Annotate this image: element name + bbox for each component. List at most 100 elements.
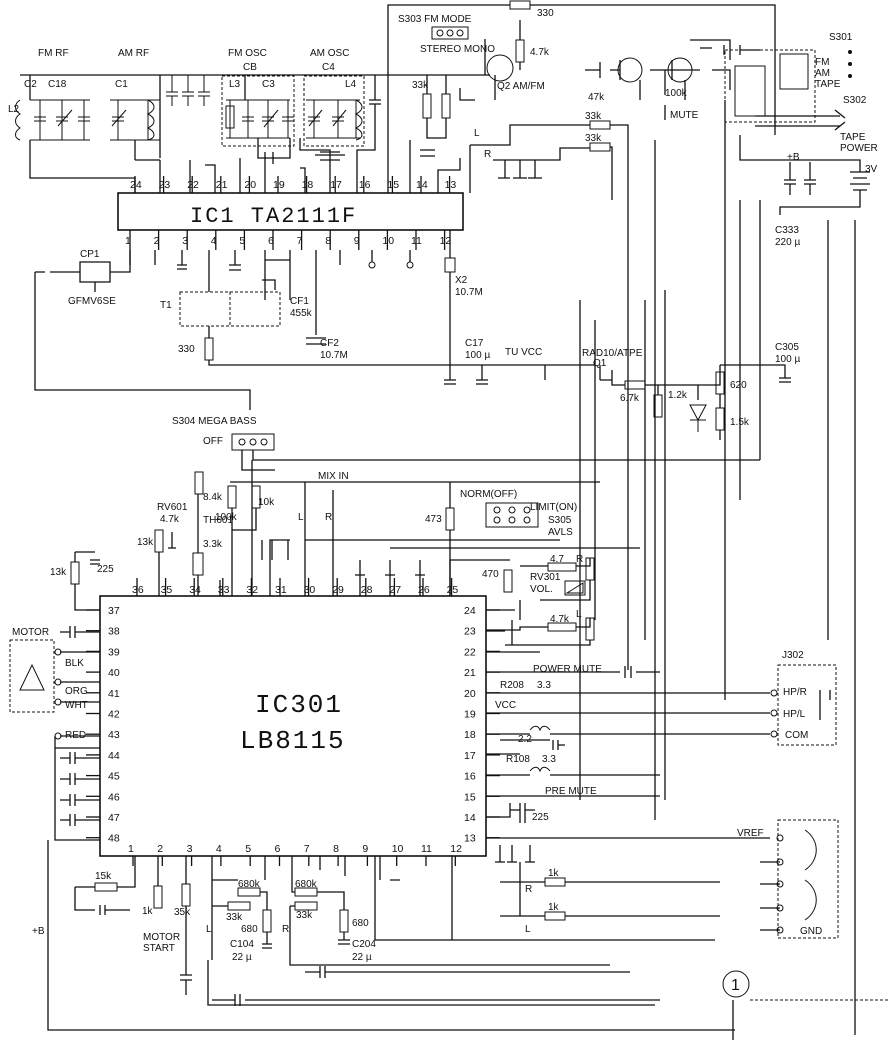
label-r330-top: 330 xyxy=(537,8,554,19)
label-r680-b: 680 xyxy=(352,918,369,929)
pin-label: 36 xyxy=(132,584,144,596)
if-section: CP1 GFMV6SE T1 CF1 455k CF2 10.7M 330 X2… xyxy=(34,100,856,1035)
label-c104: C104 xyxy=(230,939,254,950)
label-r15k: 15k xyxy=(95,871,112,882)
pin-label: 34 xyxy=(189,584,201,596)
label-c17: C17 xyxy=(465,338,484,349)
label-q1: Q1 xyxy=(593,358,607,369)
pin-label: 16 xyxy=(464,771,476,783)
label-c225: 225 xyxy=(97,564,114,575)
label-cf2-value: 10.7M xyxy=(320,350,348,361)
label-vref: VREF xyxy=(737,828,764,839)
label-s303: S303 FM MODE xyxy=(398,14,472,25)
label-org: ORG xyxy=(65,686,88,697)
label-R-vol: R xyxy=(576,554,583,565)
pin-label: 20 xyxy=(464,688,476,700)
label-hp-l: HP/L xyxy=(783,709,806,720)
label-r33k-b: 33k xyxy=(585,111,602,122)
label-r13k-b: 13k xyxy=(50,567,67,578)
label-c333: C333 xyxy=(775,225,799,236)
label-vol: VOL. xyxy=(530,584,553,595)
pin-label: 28 xyxy=(361,584,373,596)
pin-label: 10 xyxy=(382,235,394,247)
motor-icon xyxy=(9,639,55,713)
label-r470: 470 xyxy=(482,569,499,580)
label-com: COM xyxy=(785,730,808,741)
label-s304: S304 MEGA BASS xyxy=(172,416,257,427)
label-fm: FM xyxy=(815,57,829,68)
pin-label: 2 xyxy=(154,235,160,247)
label-gfmv6se: GFMV6SE xyxy=(68,296,116,307)
label-s305: S305 xyxy=(548,515,572,526)
label-r10k: 10k xyxy=(258,497,275,508)
label-L-ic1: L xyxy=(474,128,480,139)
label-r680-a: 680 xyxy=(241,924,258,935)
pin-label: 23 xyxy=(159,179,171,191)
pin-label: 17 xyxy=(464,750,476,762)
label-vcc: VCC xyxy=(495,700,516,711)
label-tape: TAPE xyxy=(815,79,841,90)
label-r1k: 1k xyxy=(142,906,154,917)
label-R-out: R xyxy=(525,884,532,895)
label-r33k-d: 33k xyxy=(226,912,243,923)
label-L-bot: L xyxy=(206,924,212,935)
q2-transistor xyxy=(486,54,514,82)
pin-label: 31 xyxy=(275,584,287,596)
pin-label: 19 xyxy=(273,179,285,191)
pin-label: 29 xyxy=(332,584,344,596)
pin-label: 17 xyxy=(330,179,342,191)
pin-label: 5 xyxy=(245,843,251,855)
label-s301: S301 xyxy=(829,32,853,43)
pin-label: 11 xyxy=(411,235,422,247)
pin-label: 22 xyxy=(464,646,476,658)
s303-switch[interactable] xyxy=(431,26,469,40)
ic1-title: IC1 TA2111F xyxy=(190,204,357,229)
pin-label: 15 xyxy=(387,179,399,191)
label-r208: R208 xyxy=(500,680,524,691)
pin-label: 16 xyxy=(359,179,371,191)
label-r1k-a: 1k xyxy=(548,868,560,879)
pin-label: 8 xyxy=(333,843,339,855)
label-cb: CB xyxy=(243,62,257,73)
label-rv301: RV301 xyxy=(530,572,561,583)
label-3v: 3V xyxy=(865,164,878,175)
s305-switch[interactable] xyxy=(485,502,539,528)
pin-label: 8 xyxy=(325,235,331,247)
label-L-out: L xyxy=(525,924,531,935)
s301-switch[interactable] xyxy=(724,49,816,123)
s304-switch[interactable] xyxy=(231,433,275,451)
pin-label: 9 xyxy=(362,843,368,855)
label-q2: Q2 AM/FM xyxy=(497,81,545,92)
label-tape-power-2: POWER xyxy=(840,143,878,154)
label-r33k-e: 33k xyxy=(296,910,313,921)
pin-label: 2 xyxy=(157,843,163,855)
pin-label: 24 xyxy=(464,605,476,617)
label-r108-value: 3.3 xyxy=(542,754,556,765)
label-motor-start-2: START xyxy=(143,943,175,954)
label-mute: MUTE xyxy=(670,110,699,121)
label-plus-b: +B xyxy=(787,152,800,163)
pin-label: 46 xyxy=(108,791,120,803)
pin-label: 4 xyxy=(216,843,222,855)
motor-section: MOTOR BLK ORG WHT RED 13k 225 15k 1k 35k… xyxy=(9,551,888,1040)
volume-control[interactable] xyxy=(564,580,586,596)
label-gnd: GND xyxy=(800,926,822,937)
label-R-ic1: R xyxy=(484,149,491,160)
pin-label: 47 xyxy=(108,812,120,824)
label-r680k-b: 680k xyxy=(295,879,318,890)
pin-label: 26 xyxy=(418,584,430,596)
label-cf1-value: 455k xyxy=(290,308,313,319)
pin-label: 6 xyxy=(275,843,281,855)
bass-mix-section: S304 MEGA BASS OFF MIX IN 8.4k 100k 10k … xyxy=(137,416,760,646)
headphone-jack[interactable] xyxy=(777,664,837,746)
pin-label: 12 xyxy=(440,235,452,247)
label-R-bot: R xyxy=(282,924,289,935)
pin-label: 10 xyxy=(392,843,404,855)
pin-label: 42 xyxy=(108,709,120,721)
pin-label: 5 xyxy=(239,235,245,247)
label-am: AM xyxy=(815,68,830,79)
label-r33k-a: 33k xyxy=(412,80,429,91)
label-tape-power-1: TAPE xyxy=(840,132,866,143)
pin-label: 41 xyxy=(108,688,120,700)
